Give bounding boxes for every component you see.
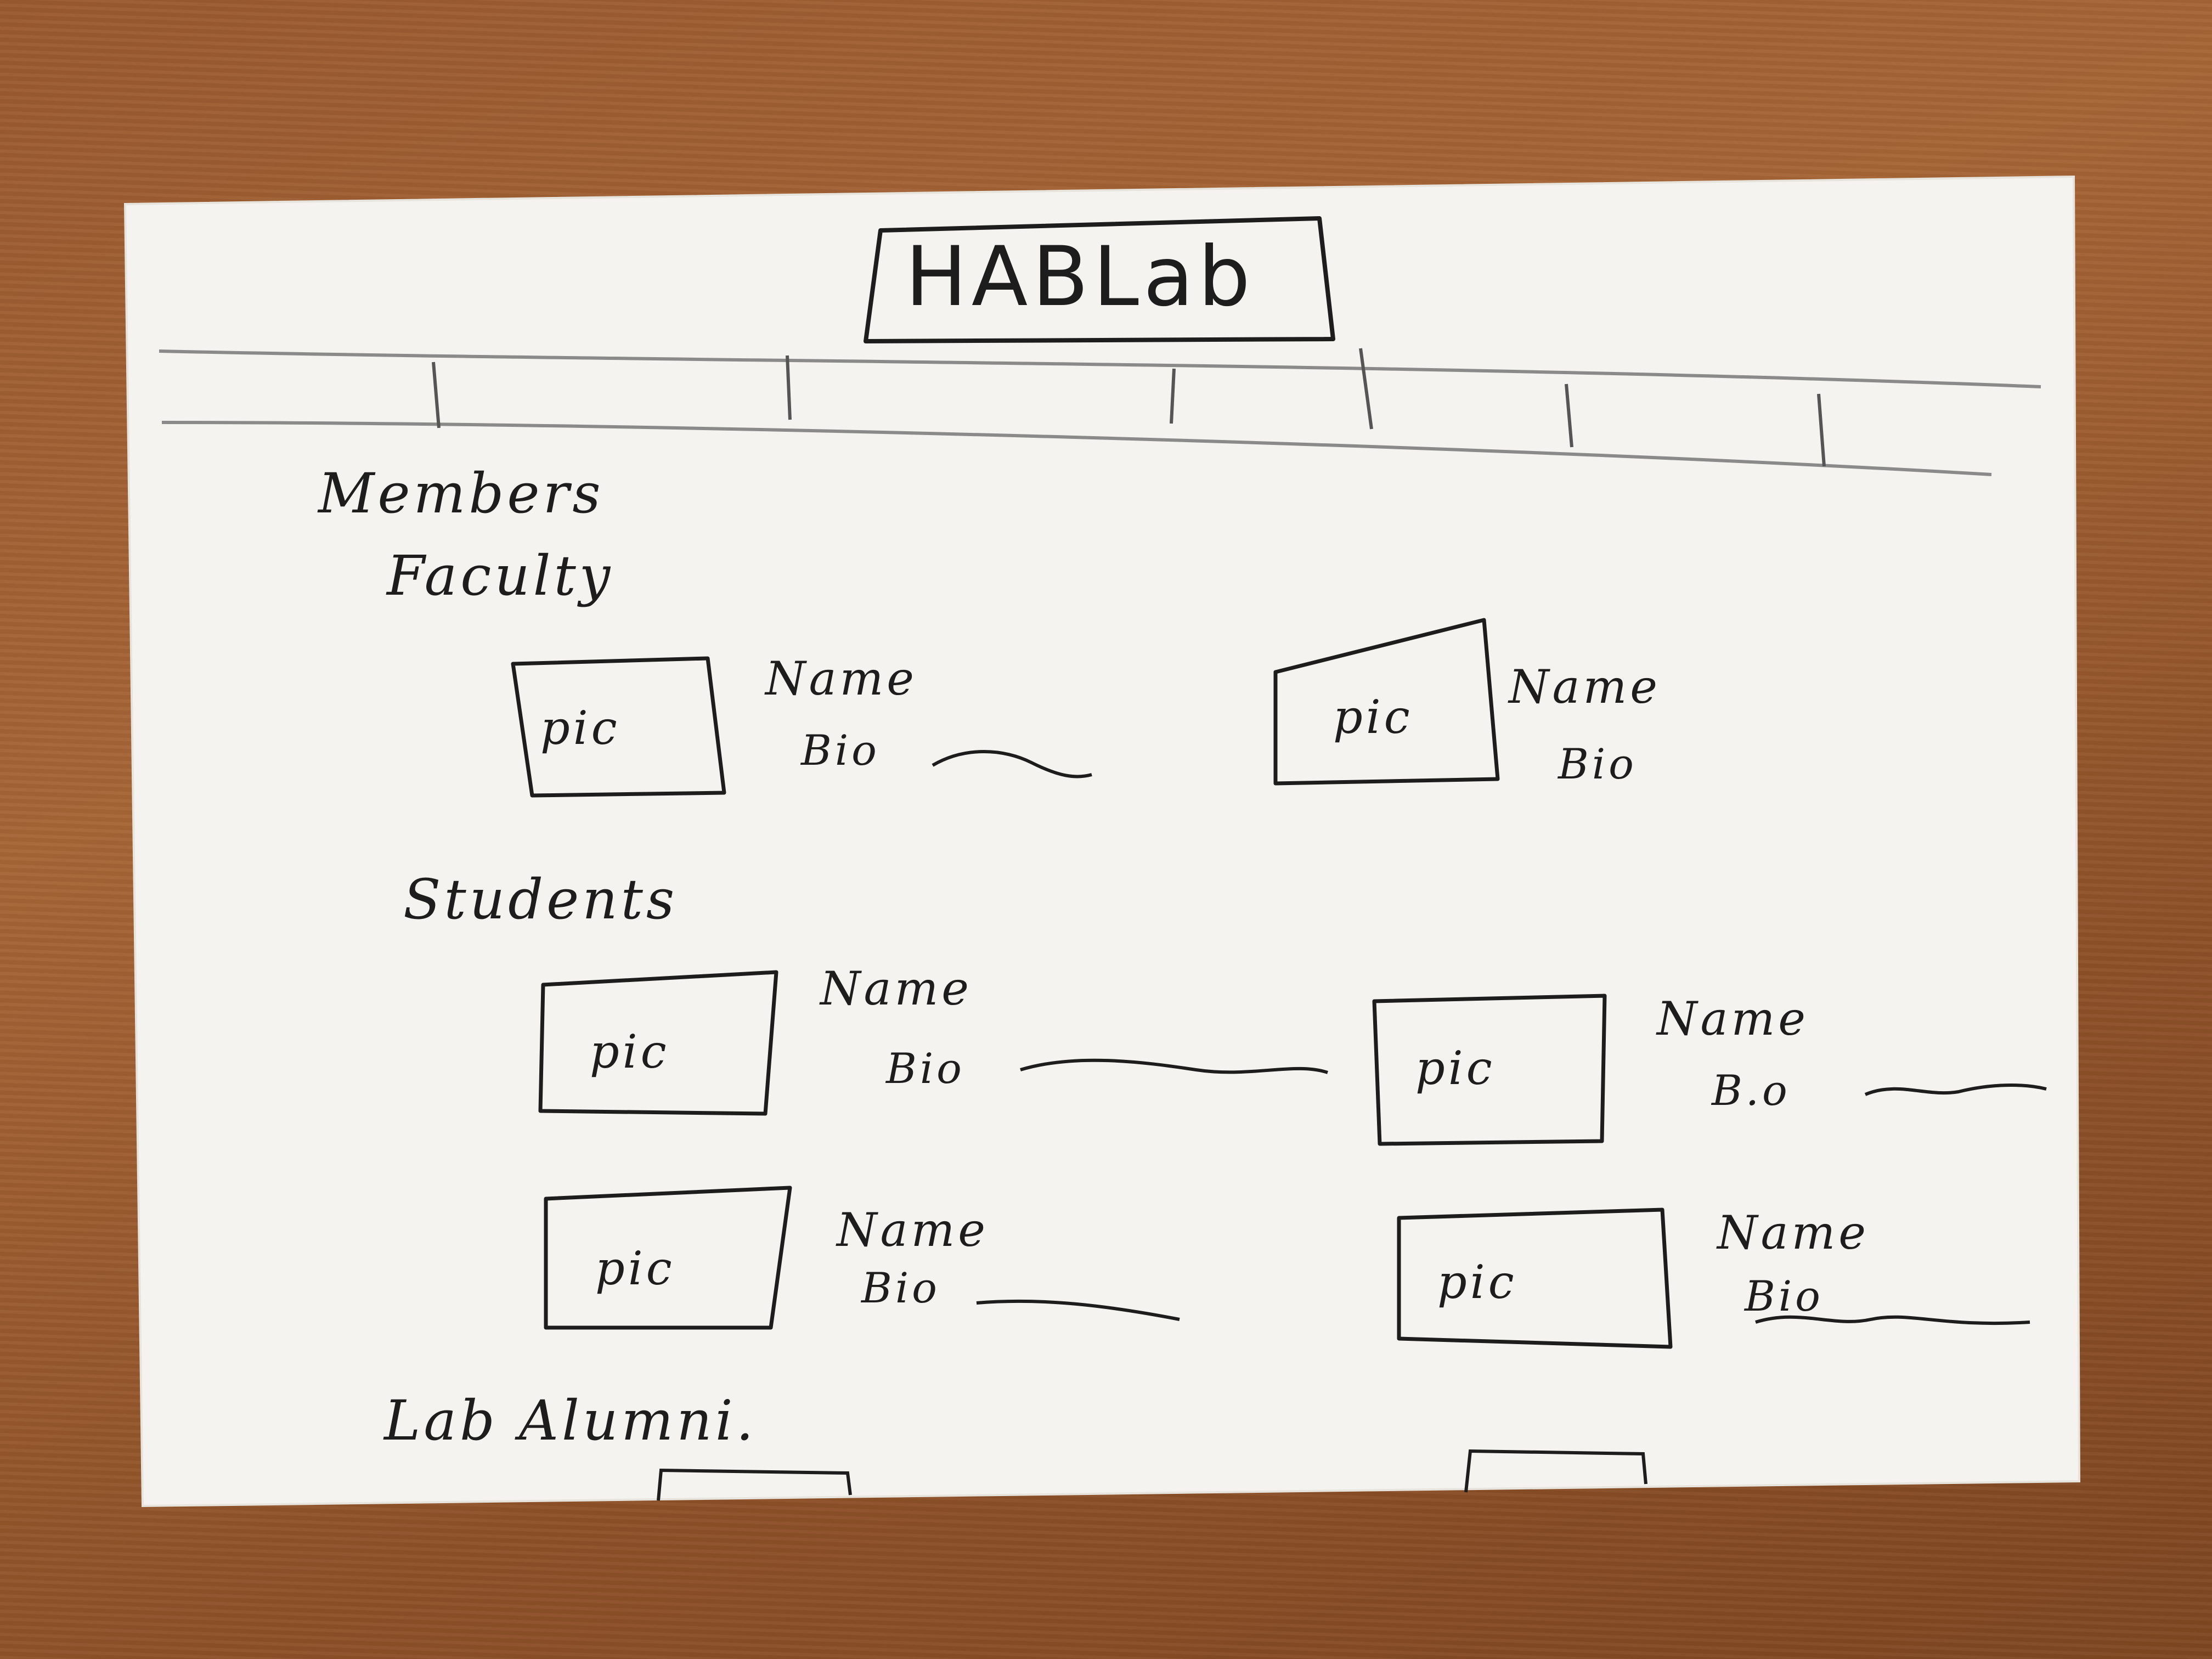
paper-card xyxy=(123,175,2081,1508)
student-name: Name xyxy=(1657,992,1809,1046)
nav-divider xyxy=(432,362,441,428)
bio-squiggle xyxy=(976,1299,1180,1321)
student-bio: Bio xyxy=(886,1044,965,1093)
nav-divider xyxy=(1565,383,1573,448)
alumni-pic-box xyxy=(1464,1449,1647,1493)
site-logo[interactable]: HABLab xyxy=(905,229,1255,325)
faculty-pic-box xyxy=(1273,618,1500,786)
student-bio: Bio xyxy=(861,1263,940,1312)
nav-divider xyxy=(1359,348,1373,430)
bio-squiggle xyxy=(1864,1084,2047,1096)
student-pic-box xyxy=(1372,994,1607,1146)
student-name: Name xyxy=(837,1203,989,1257)
nav-divider xyxy=(786,355,792,420)
student-pic-box xyxy=(1397,1207,1673,1349)
members-heading: Members xyxy=(318,461,604,526)
faculty-bio: Bio xyxy=(801,726,880,775)
faculty-heading: Faculty xyxy=(387,544,614,608)
student-bio: Bio xyxy=(1745,1272,1824,1321)
student-pic-label: pic xyxy=(1415,1041,1496,1095)
students-heading: Students xyxy=(403,867,678,932)
student-pic-box xyxy=(538,970,778,1116)
faculty-name: Name xyxy=(765,652,917,706)
faculty-name: Name xyxy=(1509,660,1661,714)
nav-divider xyxy=(1817,393,1826,467)
nav-bar-top-line xyxy=(159,349,2041,388)
student-name: Name xyxy=(820,962,972,1015)
faculty-pic-label: pic xyxy=(540,701,620,755)
faculty-pic-label: pic xyxy=(1333,690,1413,744)
faculty-pic-box xyxy=(511,656,726,798)
student-pic-label: pic xyxy=(590,1025,670,1079)
bio-squiggle xyxy=(932,750,1092,778)
lab-alumni-heading: Lab Alumni. xyxy=(384,1389,757,1453)
nav-bar-bottom-line xyxy=(161,421,1992,476)
bio-squiggle xyxy=(1020,1058,1328,1074)
logo-box xyxy=(864,216,1335,343)
student-pic-box xyxy=(544,1186,792,1330)
student-bio: B.o xyxy=(1712,1066,1791,1115)
faculty-bio: Bio xyxy=(1558,740,1637,788)
alumni-pic-box xyxy=(657,1468,852,1501)
student-pic-label: pic xyxy=(595,1242,675,1295)
student-pic-label: pic xyxy=(1437,1255,1517,1309)
bio-squiggle xyxy=(1755,1315,2030,1325)
nav-divider xyxy=(1170,368,1176,424)
student-name: Name xyxy=(1717,1206,1869,1260)
